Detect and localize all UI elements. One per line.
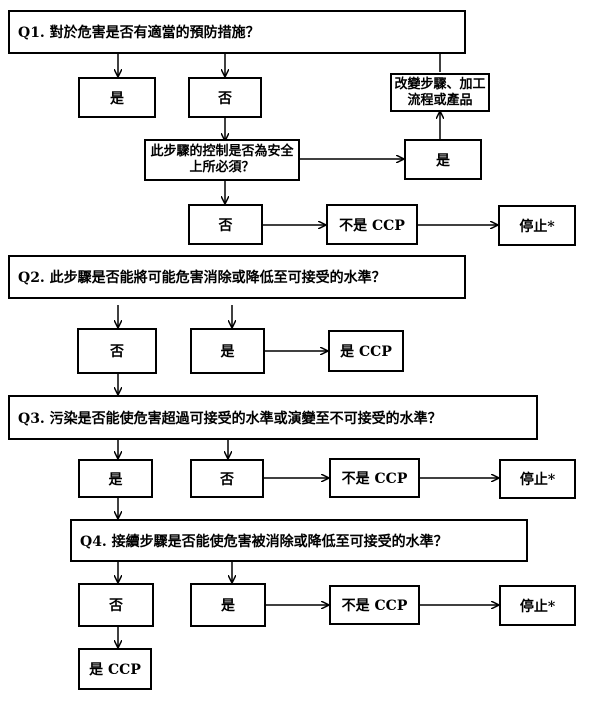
q2-box: Q2. 此步驟是否能將可能危害消除或降低至可接受的水準？: [8, 255, 466, 299]
ccp-box-final: 是 CCP: [78, 648, 152, 690]
not-ccp-box-1: 不是 CCP: [326, 204, 418, 245]
q1-no-box: 否: [188, 77, 262, 118]
q1-box: Q1. 對於危害是否有適當的預防措施？: [8, 10, 466, 54]
q3-yes-box: 是: [78, 459, 153, 498]
not-ccp-box-3: 不是 CCP: [329, 458, 420, 498]
q3-box: Q3. 污染是否能使危害超過可接受的水準或演變至不可接受的水準？: [8, 395, 538, 440]
not-ccp-label-3: 不是 CCP: [341, 471, 408, 487]
stop-box-3: 停止*: [499, 459, 576, 499]
ccp-label-q2: 是 CCP: [340, 344, 392, 360]
q1-yes-box: 是: [78, 77, 156, 118]
q3-no-box: 否: [190, 459, 264, 498]
q4-box: Q4. 接續步驟是否能使危害被消除或降低至可接受的水準？: [70, 519, 528, 562]
not-ccp-label-4: 不是 CCP: [341, 598, 408, 614]
q2-yes-box: 是: [190, 328, 265, 374]
control-yes-box: 是: [404, 139, 482, 180]
q4-no-box: 否: [78, 583, 154, 627]
q1-text: Q1. 對於危害是否有適當的預防措施？: [18, 25, 260, 41]
not-ccp-label-1: 不是 CCP: [339, 217, 405, 234]
control-question-text: 此步驟的控制是否為安全上所必須？: [150, 144, 294, 175]
stop-label-1: 停止*: [519, 218, 555, 235]
change-step-box: 改變步驟、加工流程或產品: [390, 73, 490, 112]
stop-box-1: 停止*: [498, 205, 576, 246]
q2-no-label: 否: [110, 344, 124, 360]
ccp-label-final: 是 CCP: [89, 662, 141, 678]
stop-label-3: 停止*: [519, 472, 556, 488]
control-no-box: 否: [188, 204, 263, 245]
q2-yes-label: 是: [220, 344, 235, 360]
change-step-text: 改變步驟、加工流程或產品: [394, 76, 486, 108]
q3-yes-label: 是: [108, 471, 123, 488]
control-no-label: 否: [218, 217, 233, 234]
q2-text: Q2. 此步驟是否能將可能危害消除或降低至可接受的水準？: [18, 270, 386, 286]
control-question-box: 此步驟的控制是否為安全上所必須？: [144, 139, 300, 181]
q4-no-label: 否: [109, 598, 123, 614]
stop-box-4: 停止*: [499, 585, 576, 626]
q4-yes-label: 是: [221, 598, 235, 614]
q4-text: Q4. 接續步驟是否能使危害被消除或降低至可接受的水準？: [80, 533, 448, 550]
q3-no-label: 否: [220, 471, 234, 488]
q2-no-box: 否: [77, 328, 157, 374]
q1-no-label: 否: [218, 90, 232, 107]
stop-label-4: 停止*: [519, 598, 556, 615]
ccp-box-q2: 是 CCP: [328, 330, 404, 372]
q3-text: Q3. 污染是否能使危害超過可接受的水準或演變至不可接受的水準？: [18, 410, 442, 427]
not-ccp-box-4: 不是 CCP: [329, 585, 420, 625]
q1-yes-label: 是: [110, 90, 124, 107]
q4-yes-box: 是: [190, 583, 266, 627]
control-yes-label: 是: [436, 152, 450, 169]
